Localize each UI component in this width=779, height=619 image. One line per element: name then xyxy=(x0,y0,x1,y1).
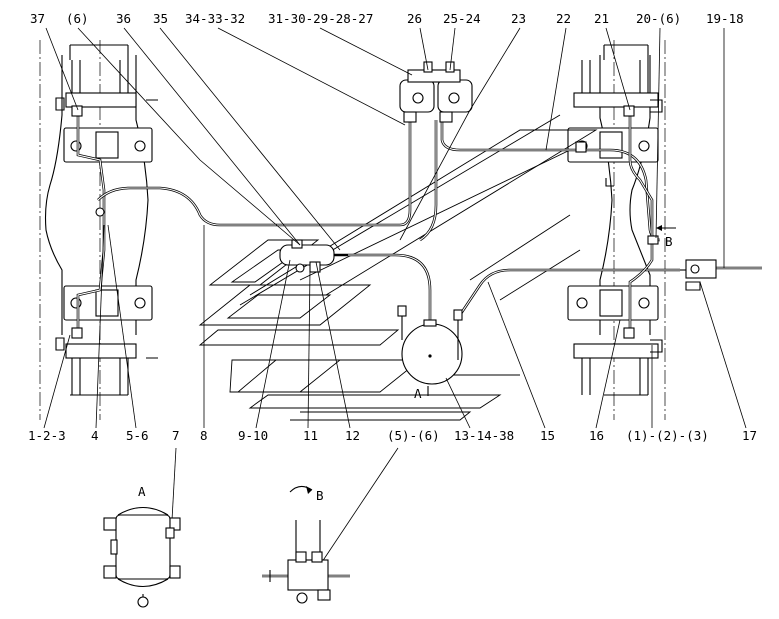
relay-valve-17 xyxy=(685,259,717,279)
callout-8: 8 xyxy=(200,428,208,443)
brake-valve-assembly xyxy=(399,61,473,123)
view-b-valve-body xyxy=(287,559,329,591)
callout-31-30-29-28-27: 31-30-29-28-27 xyxy=(268,11,373,26)
left-upper-spring-seat xyxy=(63,127,153,163)
callout-13-14-38: 13-14-38 xyxy=(454,428,514,443)
right-lower-flange xyxy=(573,343,659,359)
right-upper-flange xyxy=(573,92,659,108)
callout-15: 15 xyxy=(540,428,555,443)
detail-view-a: A xyxy=(103,484,181,608)
right-relay-valve xyxy=(680,259,717,291)
leader-lines xyxy=(43,27,747,566)
callouts-bottom: 1-2-3 4 5-6 7 8 9-10 11 12 (5)-(6) 13-14… xyxy=(28,428,757,443)
callout-1-2-3: 1-2-3 xyxy=(28,428,66,443)
view-b-marker: B xyxy=(665,234,673,249)
callout-7: 7 xyxy=(172,428,180,443)
view-a-label: A xyxy=(138,484,146,499)
callout-16: 16 xyxy=(589,428,604,443)
air-tank xyxy=(401,323,463,385)
ghost-chassis-frame xyxy=(198,114,598,421)
section-a-letter: A xyxy=(414,386,422,401)
callout-6-parenthesized: (6) xyxy=(66,11,89,26)
callout-25-24: 25-24 xyxy=(443,11,481,26)
callout-21: 21 xyxy=(594,11,609,26)
callout-37: 37 xyxy=(30,11,45,26)
callout-26: 26 xyxy=(407,11,422,26)
callout-36: 36 xyxy=(116,11,131,26)
view-a-tank xyxy=(115,514,171,580)
air-reservoir xyxy=(397,305,463,385)
callout-9-10: 9-10 xyxy=(238,428,268,443)
section-a-marker: A xyxy=(414,386,429,401)
left-lower-flange xyxy=(65,343,137,359)
callout-20-6: 20-(6) xyxy=(636,11,681,26)
callout-12: 12 xyxy=(345,428,360,443)
callout-4: 4 xyxy=(91,428,99,443)
view-b-label: B xyxy=(316,488,324,503)
center-valve-assembly xyxy=(279,239,348,273)
callout-17: 17 xyxy=(742,428,757,443)
callout-35: 35 xyxy=(153,11,168,26)
right-axle-assembly xyxy=(567,40,666,420)
callout-22: 22 xyxy=(556,11,571,26)
relay-valve-body xyxy=(279,244,335,266)
view-b-arrow: B xyxy=(656,225,676,249)
detail-view-b: B xyxy=(262,485,350,604)
callouts-top: 37 (6) 36 35 34-33-32 31-30-29-28-27 26 … xyxy=(30,11,744,26)
left-axle-assembly xyxy=(39,40,158,420)
callout-34-33-32: 34-33-32 xyxy=(185,11,245,26)
left-upper-flange xyxy=(65,92,137,108)
right-lower-spring-seat xyxy=(567,285,659,321)
callout-19-18: 19-18 xyxy=(706,11,744,26)
callout-5-6: 5-6 xyxy=(126,428,149,443)
callout-23: 23 xyxy=(511,11,526,26)
callout-5-6-parenthesized: (5)-(6) xyxy=(387,428,440,443)
callout-1-2-3-parenthesized: (1)-(2)-(3) xyxy=(626,428,709,443)
fittings xyxy=(71,105,659,339)
callout-11: 11 xyxy=(303,428,318,443)
